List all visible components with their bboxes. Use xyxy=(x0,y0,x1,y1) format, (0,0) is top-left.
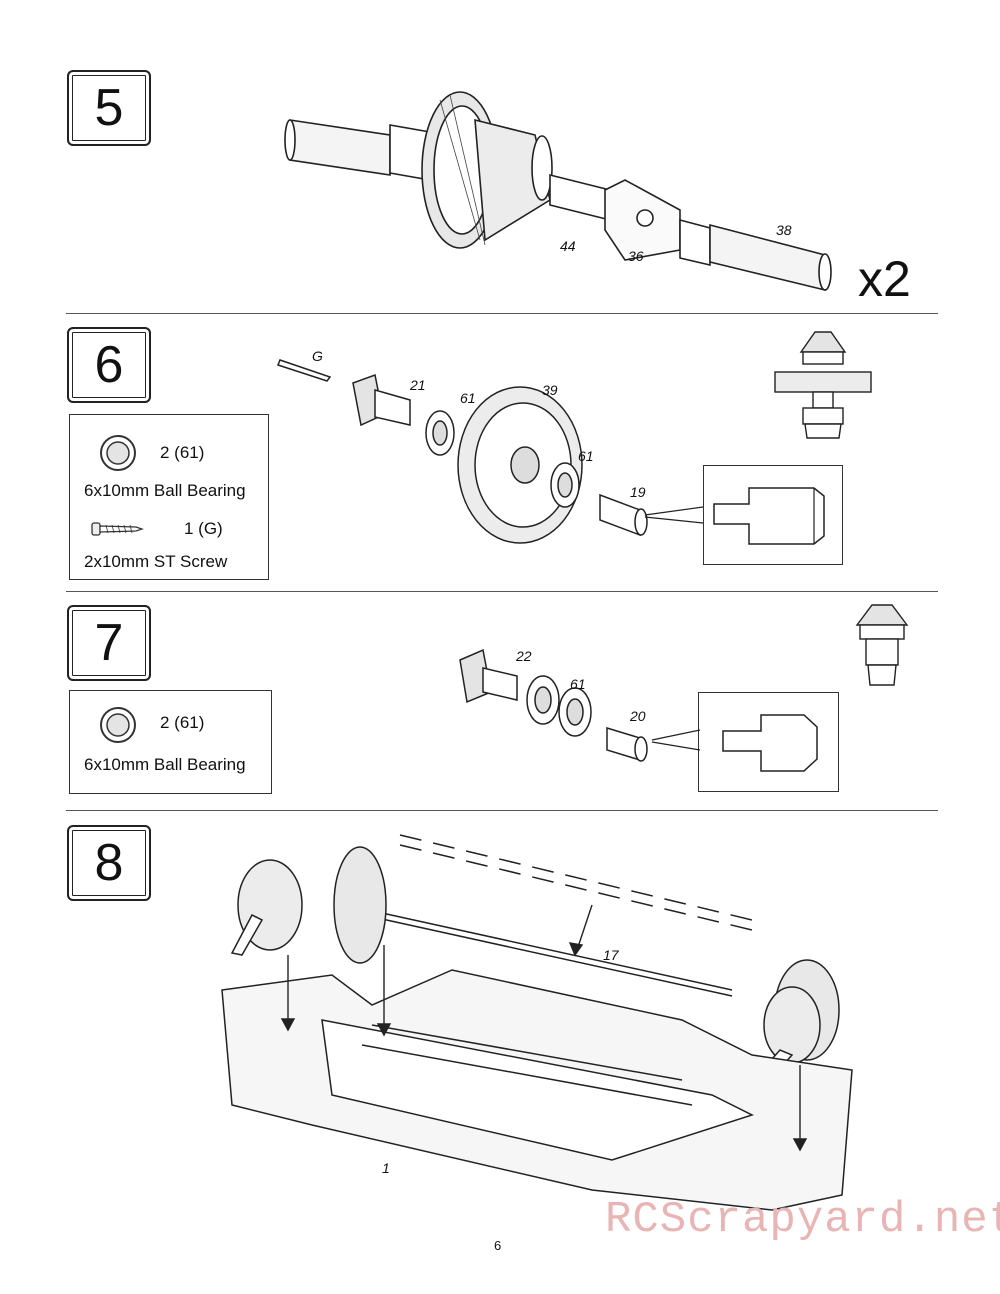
step-8-chassis-assembly-illustration xyxy=(221,834,853,1211)
step-6-detail-pointer xyxy=(644,506,704,524)
step-7-parts-box: 2 (61) 6x10mm Ball Bearing xyxy=(69,690,272,794)
step-7-pinion-illustration xyxy=(459,648,648,762)
step-6-detail-drawing xyxy=(713,487,825,545)
step-6-part-1-name: 6x10mm Ball Bearing xyxy=(84,481,246,500)
watermark: RCScrapyard.net xyxy=(605,1195,1000,1245)
ball-bearing-icon xyxy=(100,435,136,471)
step-6-part-1-qty: 2 (61) xyxy=(160,443,205,462)
step-6-label-19: 19 xyxy=(630,484,646,500)
step-8-number: 8 xyxy=(67,825,151,901)
step-7-detail-pointer xyxy=(651,729,701,751)
step-5-multiplier: x2 xyxy=(858,251,911,307)
step-6-number: 6 xyxy=(67,327,151,403)
step-8-label-1: 1 xyxy=(382,1160,390,1176)
page-number: 6 xyxy=(494,1238,502,1253)
step-6-label-21: 21 xyxy=(410,377,426,393)
step-5-label-36: 36 xyxy=(628,248,644,264)
step-6-label-39: 39 xyxy=(542,382,558,398)
step-5-label-44: 44 xyxy=(560,238,576,254)
step-6-label-61a: 61 xyxy=(460,390,476,406)
step-6-assembled-gear-illustration xyxy=(774,331,872,439)
step-6-part-2-qty: 1 (G) xyxy=(184,519,223,538)
divider-3 xyxy=(66,810,938,811)
step-7-label-22: 22 xyxy=(516,648,532,664)
step-5-diff-assembly-illustration xyxy=(284,91,832,292)
step-8-label-17: 17 xyxy=(603,947,619,963)
step-7-part-1-name: 6x10mm Ball Bearing xyxy=(84,755,246,774)
step-6-detail-box xyxy=(703,465,843,565)
divider-2 xyxy=(66,591,938,592)
step-7-number: 7 xyxy=(67,605,151,681)
divider-1 xyxy=(66,313,938,314)
step-5-number: 5 xyxy=(67,70,151,146)
step-7-detail-drawing xyxy=(722,714,818,772)
step-7-label-61: 61 xyxy=(570,676,586,692)
step-6-part-2-name: 2x10mm ST Screw xyxy=(84,552,228,571)
screw-icon xyxy=(91,522,144,536)
step-5-label-38: 38 xyxy=(776,222,792,238)
step-7-part-1-qty: 2 (61) xyxy=(160,713,205,732)
ball-bearing-icon xyxy=(100,707,136,743)
step-7-detail-box xyxy=(698,692,839,792)
step-6-parts-box: 2 (61) 6x10mm Ball Bearing 1 (G) 2x10mm … xyxy=(69,414,269,580)
step-7-label-20: 20 xyxy=(630,708,646,724)
step-7-assembled-pinion-illustration xyxy=(855,604,909,686)
step-6-gear-illustration xyxy=(277,359,648,544)
step-6-label-g: G xyxy=(312,348,323,364)
step-6-label-61b: 61 xyxy=(578,448,594,464)
